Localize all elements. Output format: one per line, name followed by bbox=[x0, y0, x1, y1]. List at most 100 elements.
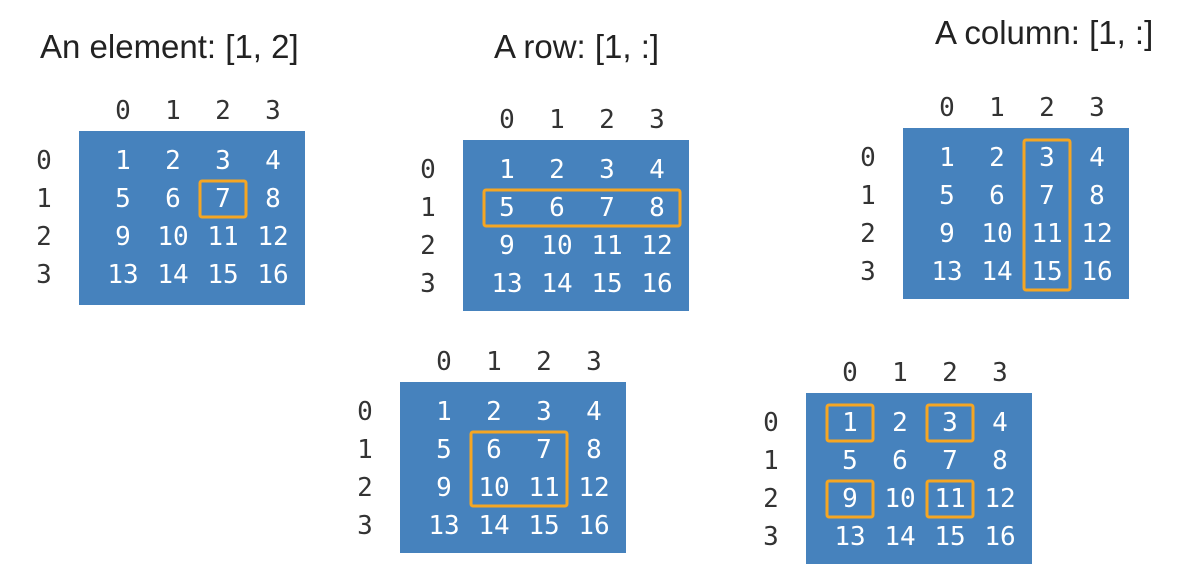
matrix-cell: 10 bbox=[541, 231, 572, 261]
matrix-cell: 5 bbox=[939, 181, 955, 211]
matrix-cell: 5 bbox=[115, 184, 131, 214]
matrix-cell: 7 bbox=[942, 446, 958, 476]
column-index-label: 3 bbox=[1089, 93, 1105, 123]
matrix-cell: 9 bbox=[115, 222, 131, 252]
column-index-label: 0 bbox=[436, 347, 452, 377]
matrix-cell: 14 bbox=[478, 511, 509, 541]
matrix-cell: 3 bbox=[536, 397, 552, 427]
column-index-label: 1 bbox=[486, 347, 502, 377]
column-index-label: 2 bbox=[536, 347, 552, 377]
row-index-label: 0 bbox=[357, 397, 373, 427]
matrix-cell: 16 bbox=[1081, 257, 1112, 287]
matrix-cell: 11 bbox=[207, 222, 238, 252]
matrix-cell: 6 bbox=[989, 181, 1005, 211]
matrix-cell: 2 bbox=[989, 143, 1005, 173]
matrix-cell: 2 bbox=[892, 408, 908, 438]
matrix-cell: 15 bbox=[528, 511, 559, 541]
matrix-cell: 9 bbox=[939, 219, 955, 249]
matrix-cell: 12 bbox=[578, 473, 609, 503]
matrix-cell: 1 bbox=[939, 143, 955, 173]
matrix-cell: 2 bbox=[486, 397, 502, 427]
matrix-cell: 8 bbox=[265, 184, 281, 214]
matrix-cell: 13 bbox=[107, 260, 138, 290]
matrix-cell: 1 bbox=[499, 155, 515, 185]
column-index-label: 1 bbox=[549, 105, 565, 135]
matrix-cell: 11 bbox=[591, 231, 622, 261]
matrix-cell: 7 bbox=[599, 193, 615, 223]
matrix-cell: 12 bbox=[1081, 219, 1112, 249]
row-index-label: 3 bbox=[36, 260, 52, 290]
matrix-cell: 6 bbox=[165, 184, 181, 214]
row-index-label: 1 bbox=[36, 184, 52, 214]
row-index-label: 1 bbox=[420, 193, 436, 223]
matrix-cell: 16 bbox=[984, 522, 1015, 552]
matrix-cell: 16 bbox=[578, 511, 609, 541]
matrix-cell: 9 bbox=[436, 473, 452, 503]
matrix-grid bbox=[806, 393, 1032, 564]
row-index-label: 2 bbox=[36, 222, 52, 252]
column-index-label: 2 bbox=[942, 358, 958, 388]
matrix-cell: 4 bbox=[586, 397, 602, 427]
matrix-cell: 3 bbox=[599, 155, 615, 185]
row-index-label: 2 bbox=[357, 473, 373, 503]
panel-title: An element: [1, 2] bbox=[40, 28, 299, 65]
matrix-cell: 13 bbox=[428, 511, 459, 541]
row-index-label: 3 bbox=[357, 511, 373, 541]
column-index-label: 3 bbox=[586, 347, 602, 377]
column-index-label: 1 bbox=[165, 96, 181, 126]
matrix-cell: 7 bbox=[536, 435, 552, 465]
column-index-label: 0 bbox=[499, 105, 515, 135]
matrix-cell: 4 bbox=[265, 146, 281, 176]
matrix-cell: 14 bbox=[981, 257, 1012, 287]
matrix-cell: 7 bbox=[1039, 181, 1055, 211]
column-index-label: 3 bbox=[992, 358, 1008, 388]
column-index-label: 3 bbox=[265, 96, 281, 126]
selection-highlight bbox=[925, 479, 975, 519]
matrix-cell: 7 bbox=[215, 184, 231, 214]
row-index-label: 2 bbox=[860, 219, 876, 249]
matrix-cell: 9 bbox=[842, 484, 858, 514]
matrix-cell: 2 bbox=[165, 146, 181, 176]
matrix-grid bbox=[903, 128, 1129, 299]
matrix-cell: 5 bbox=[436, 435, 452, 465]
column-index-label: 2 bbox=[215, 96, 231, 126]
matrix-cell: 14 bbox=[157, 260, 188, 290]
selection-highlight bbox=[198, 179, 248, 219]
matrix-cell: 14 bbox=[541, 269, 572, 299]
column-index-label: 2 bbox=[1039, 93, 1055, 123]
matrix-cell: 8 bbox=[992, 446, 1008, 476]
matrix-cell: 13 bbox=[834, 522, 865, 552]
column-index-label: 0 bbox=[842, 358, 858, 388]
row-index-label: 0 bbox=[36, 146, 52, 176]
matrix-cell: 1 bbox=[115, 146, 131, 176]
selection-highlight bbox=[1022, 138, 1072, 292]
matrix-cell: 15 bbox=[207, 260, 238, 290]
matrix-cell: 15 bbox=[1031, 257, 1062, 287]
matrix-cell: 10 bbox=[884, 484, 915, 514]
row-index-label: 0 bbox=[420, 155, 436, 185]
matrix-cell: 13 bbox=[931, 257, 962, 287]
row-index-label: 2 bbox=[420, 231, 436, 261]
selection-highlight bbox=[469, 430, 569, 508]
matrix-cell: 5 bbox=[499, 193, 515, 223]
row-index-label: 1 bbox=[860, 181, 876, 211]
matrix-cell: 6 bbox=[486, 435, 502, 465]
matrix-cell: 12 bbox=[984, 484, 1015, 514]
selection-highlight bbox=[482, 188, 682, 228]
column-index-label: 1 bbox=[989, 93, 1005, 123]
matrix-cell: 6 bbox=[892, 446, 908, 476]
row-index-label: 1 bbox=[357, 435, 373, 465]
matrix-cell: 6 bbox=[549, 193, 565, 223]
matrix-cell: 16 bbox=[257, 260, 288, 290]
row-index-label: 3 bbox=[420, 269, 436, 299]
selection-highlight bbox=[925, 403, 975, 443]
selection-highlight bbox=[825, 403, 875, 443]
matrix-cell: 5 bbox=[842, 446, 858, 476]
selection-highlight bbox=[825, 479, 875, 519]
matrix-cell: 10 bbox=[981, 219, 1012, 249]
